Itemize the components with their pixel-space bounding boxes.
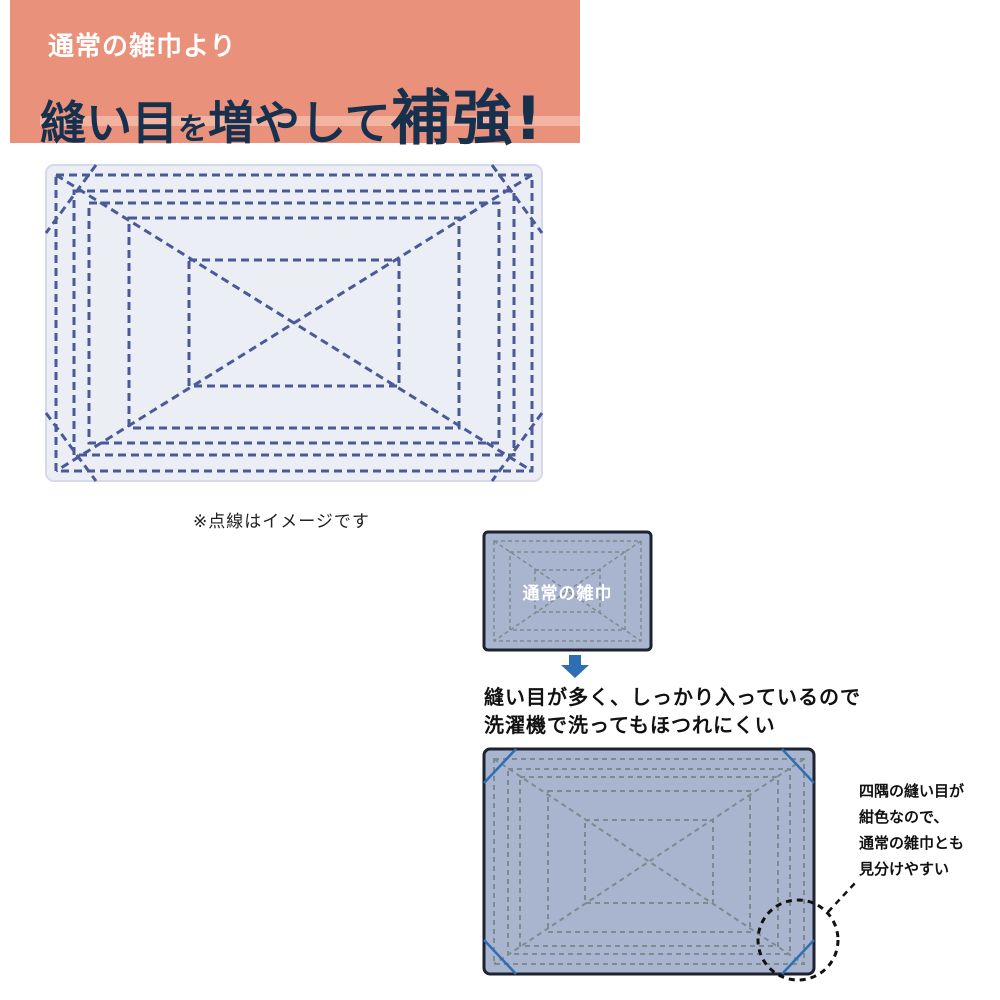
banner-headline: 縫い目を増やして補強! (40, 70, 544, 157)
corner-stitch-tr (781, 748, 815, 784)
stitch-diagonal-2 (55, 173, 533, 473)
stitch-ring-5 (187, 258, 401, 388)
stitch-ring-4 (127, 216, 461, 430)
caption-line-1: 縫い目が多く、しっかり入っているので (484, 685, 861, 709)
side-line-2: 紺色なので、 (859, 808, 949, 826)
dotted-line-note: ※点線はイメージです (193, 512, 370, 532)
corner-stitch-bl (44, 412, 98, 482)
stitch-ring-2 (72, 189, 516, 457)
corner-stitch-tl (483, 748, 517, 784)
small-towel-label: 通常の雑巾 (522, 583, 613, 604)
headline-part2: を (178, 112, 208, 147)
callout-leader (827, 881, 857, 913)
banner-subtitle: 通常の雑巾より (48, 32, 237, 62)
corner-stitch-tl (44, 164, 98, 234)
banner-underline (40, 116, 580, 126)
side-line-1: 四隅の縫い目が (859, 782, 965, 800)
headline-part4: 補強! (390, 84, 544, 154)
corner-stitch-tr (490, 164, 544, 234)
reinforced-towel-illustration (482, 747, 816, 976)
small-towel-illustration (482, 530, 653, 652)
large-towel-illustration (44, 164, 544, 482)
reinforced-towel-body (482, 747, 816, 976)
down-arrow-icon (561, 655, 589, 678)
corner-color-note: 四隅の縫い目が 紺色なので、 通常の雑巾とも 見分けやすい (859, 778, 964, 882)
side-line-3: 通常の雑巾とも (859, 834, 965, 852)
corner-stitch-br (781, 939, 815, 975)
corner-stitch-br (490, 412, 544, 482)
stitch-outer (54, 173, 534, 473)
corner-stitch-bl (483, 939, 517, 975)
small-towel-body (482, 530, 653, 652)
header-banner: 通常の雑巾より 縫い目を増やして補強! (10, 0, 580, 154)
corner-callout (756, 881, 857, 982)
callout-circle (756, 898, 840, 982)
headline-part1: 縫い目 (40, 96, 178, 150)
benefit-caption: 縫い目が多く、しっかり入っているので 洗濯機で洗ってもほつれにくい (484, 683, 861, 739)
caption-line-2: 洗濯機で洗ってもほつれにくい (484, 713, 776, 737)
side-line-4: 見分けやすい (859, 860, 950, 878)
headline-part3: 増やして (208, 96, 391, 150)
